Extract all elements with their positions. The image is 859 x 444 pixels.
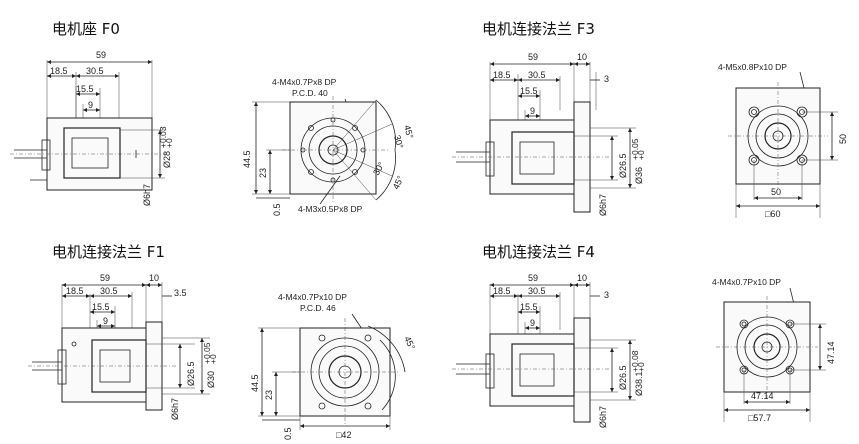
- f1-front-view: 4-M4x0.7Px10 DP P.C.D. 46 45° 44.5 23 0.…: [250, 292, 417, 440]
- f4-dim-47-14-horizontal: 47.14: [751, 391, 774, 401]
- f3-dim-phi6h7: Ø6h7: [598, 194, 608, 216]
- f3-dim-3: 3: [604, 74, 609, 84]
- f3-dim-50-vertical: 50: [838, 134, 848, 144]
- f1-note-top: 4-M4x0.7Px10 DP: [278, 292, 347, 302]
- f4-side-view: 59 10 18.5 30.5 3 15.5 9 Ø26.5 Ø38.1: [452, 273, 646, 428]
- f1-dim-3-5: 3.5: [174, 288, 187, 298]
- f0-dim-18-5: 18.5: [50, 66, 68, 76]
- f0-dim-phi28-tol-dn: +0: [164, 138, 174, 148]
- f0-angle-30-top: 30°: [392, 134, 405, 150]
- f4-dim-15-5: 15.5: [520, 302, 538, 312]
- f0-dim-phi28: Ø28: [162, 151, 172, 168]
- f0-dim-30-5: 30.5: [86, 66, 104, 76]
- f1-dim-44-5: 44.5: [250, 374, 260, 392]
- f4-front-view: 4-M4x0.7Px10 DP 47.14 47.14 □57.7: [712, 277, 836, 423]
- f1-pcd: P.C.D. 46: [300, 303, 336, 313]
- f4-dim-10: 10: [577, 273, 587, 283]
- f0-dim-9: 9: [88, 100, 93, 110]
- f3-side-view: 59 10 18.5 30.5 3 15.5 9 Ø26.5 Ø36: [452, 52, 646, 216]
- f3-front-view: 4-M5x0.8Px10 DP 50 50 □60: [718, 62, 848, 219]
- f3-dim-59: 59: [528, 52, 538, 62]
- title-f0: 电机座 F0: [52, 20, 120, 38]
- f0-note-top: 4-M4x0.7Px8 DP: [272, 77, 337, 87]
- f0-angle-45-top: 45°: [402, 124, 415, 140]
- f1-dim-18-5: 18.5: [66, 286, 84, 296]
- f3-dim-phi36-tol-up: +0.05: [630, 138, 640, 160]
- title-f3: 电机连接法兰 F3: [482, 20, 595, 38]
- f1-dim-30-5: 30.5: [100, 286, 118, 296]
- f1-dim-sq42: □42: [336, 430, 351, 440]
- f4-dim-phi6h7: Ø6h7: [598, 406, 608, 428]
- f0-dim-59: 59: [96, 50, 106, 60]
- f3-dim-15-5: 15.5: [520, 86, 538, 96]
- f4-dim-phi38-1: Ø38.1: [634, 371, 644, 396]
- f0-dim-15-5: 15.5: [76, 84, 94, 94]
- f1-dim-10: 10: [149, 273, 159, 283]
- f4-dim-phi38-1-tol-dn: +0: [636, 362, 646, 372]
- f3-dim-sq60: □60: [765, 209, 780, 219]
- f0-pcd: P.C.D. 40: [292, 88, 328, 98]
- f0-dim-phi28-tol-up: +0.03: [158, 126, 168, 148]
- f3-dim-10: 10: [577, 52, 587, 62]
- f1-dim-phi30-tol-up: +0.05: [202, 342, 212, 364]
- f3-dim-18-5: 18.5: [493, 70, 511, 80]
- f3-dim-50-horizontal: 50: [771, 187, 781, 197]
- f4-dim-18-5: 18.5: [493, 286, 511, 296]
- f4-dim-9: 9: [530, 318, 535, 328]
- f3-dim-9: 9: [530, 106, 535, 116]
- f4-dim-sq57-7: □57.7: [748, 413, 771, 423]
- f3-dim-30-5: 30.5: [528, 70, 546, 80]
- f4-dim-phi38-1-tol-up: +0.08: [630, 350, 640, 372]
- f1-dim-23: 23: [264, 390, 274, 400]
- f3-note-top: 4-M5x0.8Px10 DP: [718, 62, 787, 72]
- f3-dim-phi26-5: Ø26.5: [618, 153, 628, 178]
- f1-dim-9: 9: [103, 316, 108, 326]
- f0-dim-44-5: 44.5: [242, 150, 252, 168]
- f3-dim-phi36-tol-dn: +0: [636, 150, 646, 160]
- f0-angle-45-bottom: 45°: [391, 174, 406, 191]
- f0-dim-0-5: 0.5: [272, 203, 282, 216]
- title-f1: 电机连接法兰 F1: [52, 243, 165, 261]
- f4-dim-59: 59: [528, 273, 538, 283]
- f4-dim-3: 3: [604, 290, 609, 300]
- f1-angle-45: 45°: [402, 335, 417, 352]
- f0-note-bottom: 4-M3x0.5Px8 DP: [298, 204, 363, 214]
- f3-dim-phi36: Ø36: [634, 167, 644, 184]
- f1-dim-15-5: 15.5: [92, 302, 110, 312]
- title-f4: 电机连接法兰 F4: [482, 243, 595, 261]
- f4-dim-phi26-5: Ø26.5: [618, 365, 628, 390]
- f1-dim-phi6h7: Ø6h7: [170, 398, 180, 420]
- f1-dim-phi26-5: Ø26.5: [186, 361, 196, 386]
- f0-dim-phi6h7: Ø6h7: [142, 184, 152, 206]
- f4-note-top: 4-M4x0.7Px10 DP: [712, 277, 781, 287]
- f4-dim-30-5: 30.5: [528, 286, 546, 296]
- f1-dim-0-5: 0.5: [283, 427, 293, 440]
- f4-dim-47-14-vertical: 47.14: [826, 341, 836, 364]
- f0-dim-23: 23: [258, 168, 268, 178]
- f1-side-view: 59 10 18.5 30.5 3.5 15.5 9 Ø26.5 Ø: [28, 273, 218, 420]
- f1-dim-59: 59: [100, 273, 110, 283]
- f1-dim-phi30: Ø30: [206, 371, 216, 388]
- f0-front-view: 4-M4x0.7Px8 DP P.C.D. 40 45° 30° 30° 45°: [242, 77, 415, 216]
- f0-side-view: 59 18.5 30.5 15.5 9 Ø28 +0.03 +0 Ø6h7: [10, 50, 174, 206]
- f1-dim-phi30-tol-dn: +0: [208, 354, 218, 364]
